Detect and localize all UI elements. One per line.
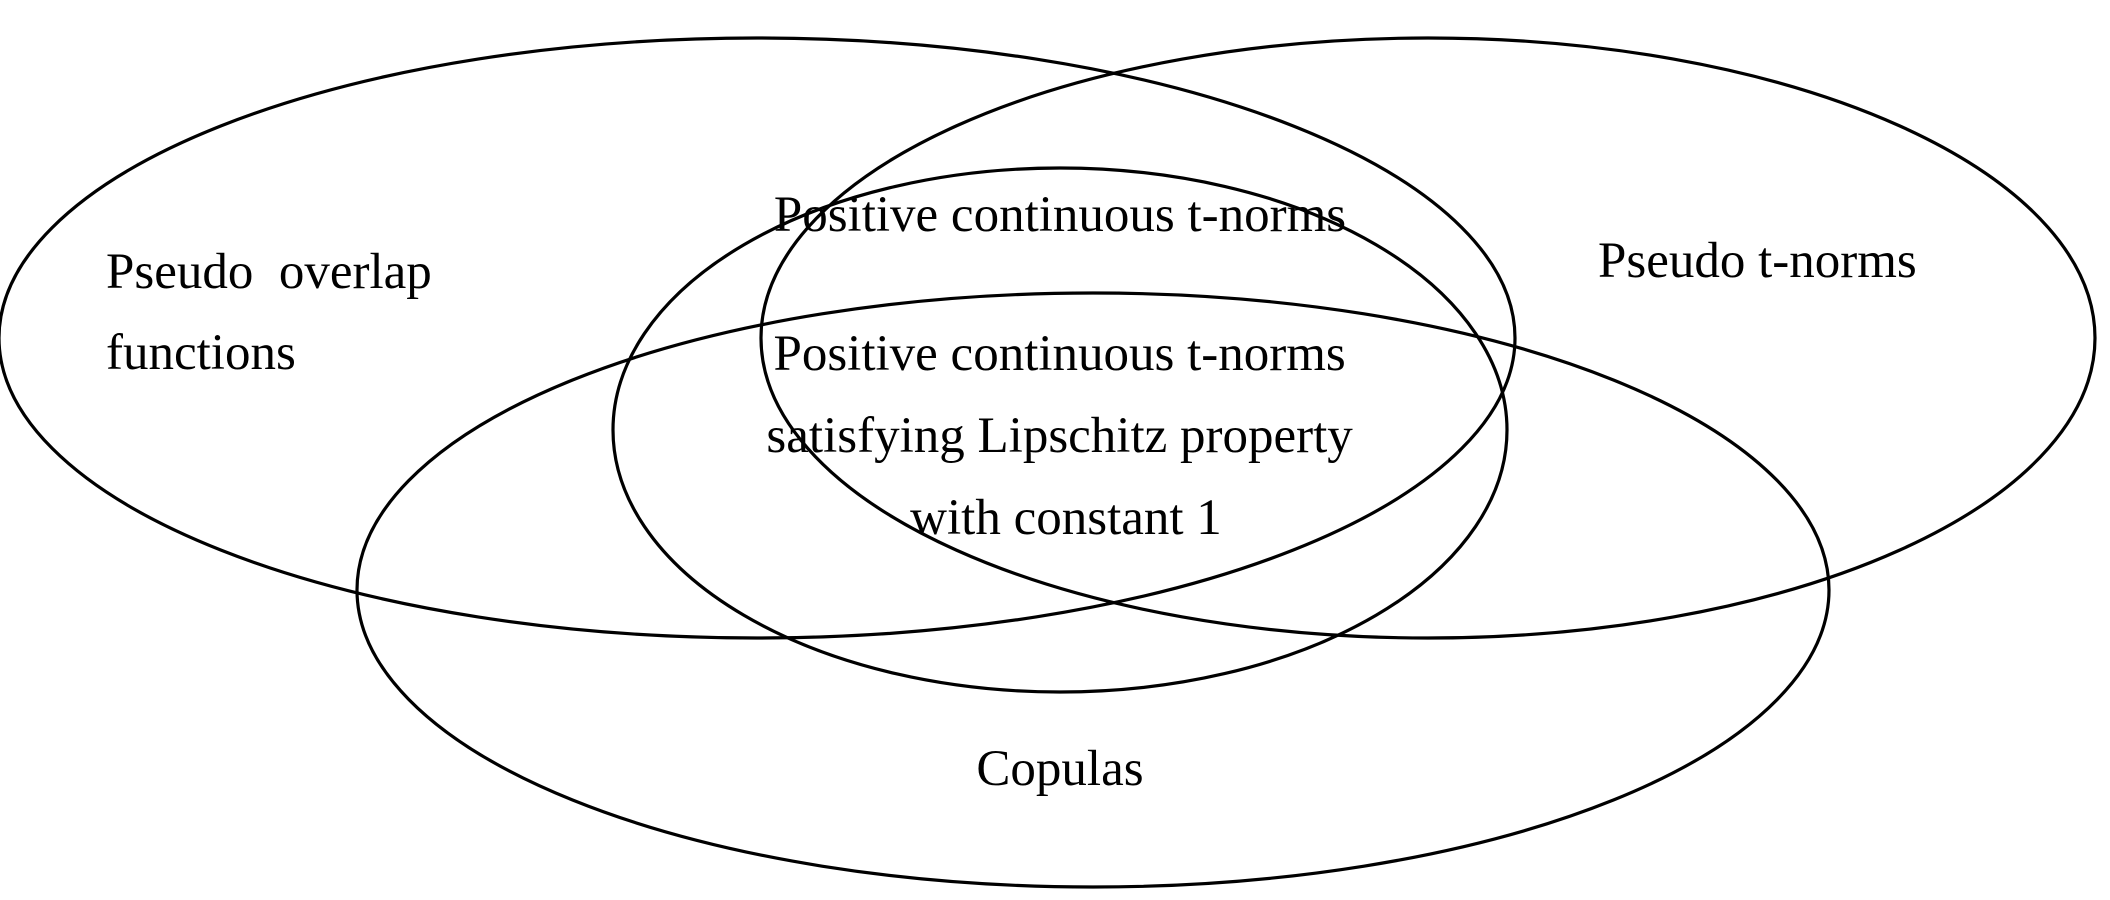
lipschitz-intersection-label-line-2: satisfying Lipschitz property [766,408,1353,464]
pseudo-overlap-functions-label-line-2: functions [106,325,296,381]
copulas-label: Copulas [976,741,1143,797]
positive-continuous-t-norms-label-line-1: Positive continuous t-norms [774,187,1346,243]
pseudo-t-norms-ellipse [759,36,2097,640]
pseudo-overlap-functions-ellipse [0,36,1517,640]
copulas-label-line-1: Copulas [976,741,1143,797]
lipschitz-intersection-label-line-3: with constant 1 [910,490,1222,546]
pseudo-overlap-functions-label-line-1: Pseudo overlap [106,244,432,300]
pseudo-t-norms-label-line-1: Pseudo t-norms [1598,233,1917,289]
copulas-ellipse [355,291,1831,889]
positive-continuous-t-norms-ellipse [611,166,1509,694]
lipschitz-intersection-label-line-1: Positive continuous t-norms [773,326,1345,382]
pseudo-overlap-functions-label: Pseudo overlap functions [106,244,496,381]
pseudo-t-norms-label: Pseudo t-norms [1598,233,1917,289]
lipschitz-intersection-label: Positive continuous t-norms satisfying L… [766,326,1365,546]
positive-continuous-t-norms-label: Positive continuous t-norms [774,187,1346,243]
